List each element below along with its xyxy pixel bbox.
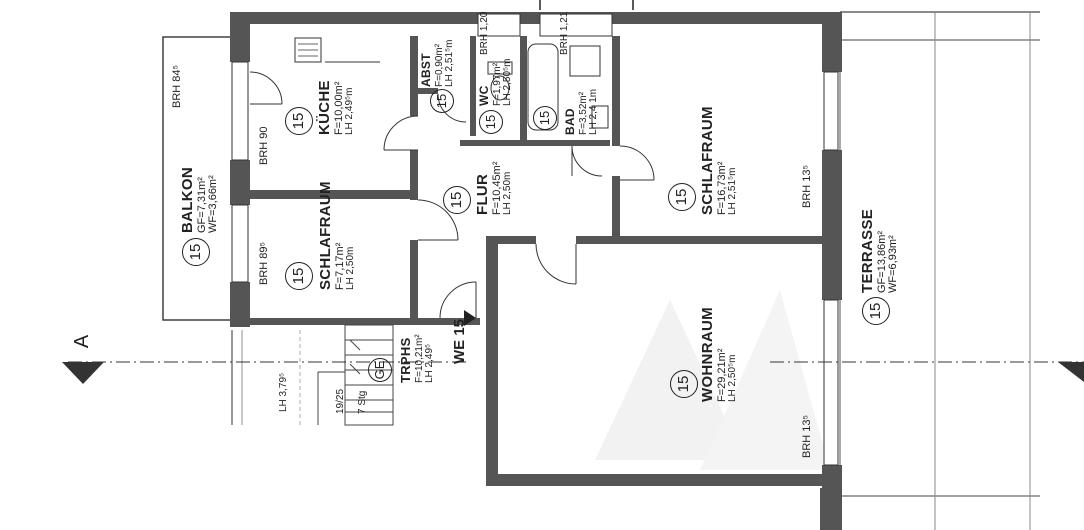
bad-window <box>539 13 613 37</box>
room-label-wc: WC F=1,97m² LH 2,50⁵m <box>476 59 514 107</box>
unit-badge-wohnraum: 15 <box>670 370 698 398</box>
entrance-label: WE 15 <box>451 318 468 364</box>
parapet-wohnraum: BRH 13⁵ <box>801 414 813 458</box>
room-label-abst: ABST F=0,90m² LH 2,51⁵m <box>418 40 456 88</box>
parapet-schlafraum-1: BRH 89⁵ <box>258 241 270 285</box>
section-marker-left-icon <box>62 362 104 384</box>
room-height: LH 2,51⁵m <box>444 39 456 88</box>
room-label-schlafraum-1: SCHLAFRAUM F=7,17m² LH 2,50m <box>317 181 357 290</box>
room-name: WOHNRAUM <box>699 307 716 402</box>
stair-ratio: 19/25 <box>335 388 346 414</box>
parapet-schlafraum-2: BRH 13⁵ <box>801 164 813 208</box>
room-label-flur: FLUR F=10,45m² LH 2,50m <box>474 162 514 216</box>
parapet-kueche: BRH 90 <box>258 126 270 165</box>
room-label-bad: BAD F=3,52m² LH 2,4 1m <box>562 89 600 135</box>
room-name: FLUR <box>474 173 491 215</box>
section-label-left: A <box>71 334 94 349</box>
room-label-wohnraum: WOHNRAUM F=29,21m² LH 2,50⁵m <box>699 307 739 403</box>
unit-badge-kueche: 15 <box>285 107 313 135</box>
kitchen-window <box>231 61 249 161</box>
room-label-trphs: TRPHS F=10,21m² LH 2,49⁵ <box>398 334 436 383</box>
toilet-icon <box>490 75 510 101</box>
staircase <box>317 324 394 426</box>
room-name: SCHLAFRAUM <box>699 106 716 215</box>
exterior-walls <box>230 12 842 530</box>
watermark-shape-2 <box>700 290 830 470</box>
room-name: WC <box>477 85 491 106</box>
interior-walls <box>250 36 822 325</box>
room-name: TRPHS <box>398 337 413 383</box>
room-wf: WF=6,93m² <box>887 235 900 293</box>
room-name: BAD <box>563 108 577 135</box>
stair-steps: 7 Stg <box>357 390 368 414</box>
unit-badge-schlafraum-1: 15 <box>285 262 313 290</box>
stair-badge-ge: GE <box>368 358 392 382</box>
parapet-balkon: BRH 84⁵ <box>171 64 183 108</box>
unit-badge-wc: 15 <box>479 110 503 134</box>
room-name: TERRASSE <box>859 208 876 293</box>
room-height: LH 2,50m <box>502 171 514 215</box>
room-height: LH 2,49⁵m <box>344 87 356 136</box>
room-name: KÜCHE <box>316 80 333 135</box>
room-name: SCHLAFRAUM <box>317 181 334 290</box>
room-height: LH 2,49⁵ <box>424 343 436 383</box>
unit-badge-bad: 15 <box>533 106 557 130</box>
watermark-shape <box>595 300 745 460</box>
door-swings <box>249 71 655 319</box>
room-height: LH 2,50⁵m <box>502 58 514 107</box>
unit-badge-balkon: 15 <box>182 238 210 266</box>
room-label-balkon: BALKON GF=7,31m² WF=3,66m² <box>179 167 220 233</box>
washer-icon <box>591 105 609 129</box>
parapet-bad: BRH 1,21 <box>559 11 570 55</box>
unit-badge-flur: 15 <box>443 186 471 214</box>
section-marker-right-icon <box>1058 362 1084 382</box>
unit-badge-abst: 15 <box>430 89 454 113</box>
room-height: LH 2,50⁵m <box>727 354 739 403</box>
entrance-arrow-icon <box>464 310 476 326</box>
unit-badge-terrasse: 15 <box>862 297 890 325</box>
room-wf: WF=3,66m² <box>207 175 220 233</box>
room-label-kueche: KÜCHE F=10,00m² LH 2,49⁵m <box>316 80 356 136</box>
living-window <box>823 299 839 466</box>
room-height: LH 2,51⁵m <box>727 167 739 216</box>
sink-icon <box>569 45 601 77</box>
parapet-wc: BRH 1,20 <box>479 11 490 55</box>
unit-badge-schlafraum-2: 15 <box>668 183 696 211</box>
bedroom1-window <box>231 204 249 283</box>
room-label-schlafraum-2: SCHLAFRAUM F=16,73m² LH 2,51⁵m <box>699 106 739 216</box>
bedroom2-window <box>823 71 839 151</box>
room-name: BALKON <box>179 167 196 233</box>
bathtub-icon <box>527 43 559 131</box>
wc-window <box>477 13 521 37</box>
room-label-terrasse: TERRASSE GF=13,86m² WF=6,93m² <box>859 208 900 293</box>
room-height: LH 2,4 1m <box>588 88 600 135</box>
room-height: LH 2,50m <box>345 246 357 290</box>
room-name: ABST <box>419 53 433 87</box>
stair-height: LH 3,79⁵ <box>278 372 289 412</box>
